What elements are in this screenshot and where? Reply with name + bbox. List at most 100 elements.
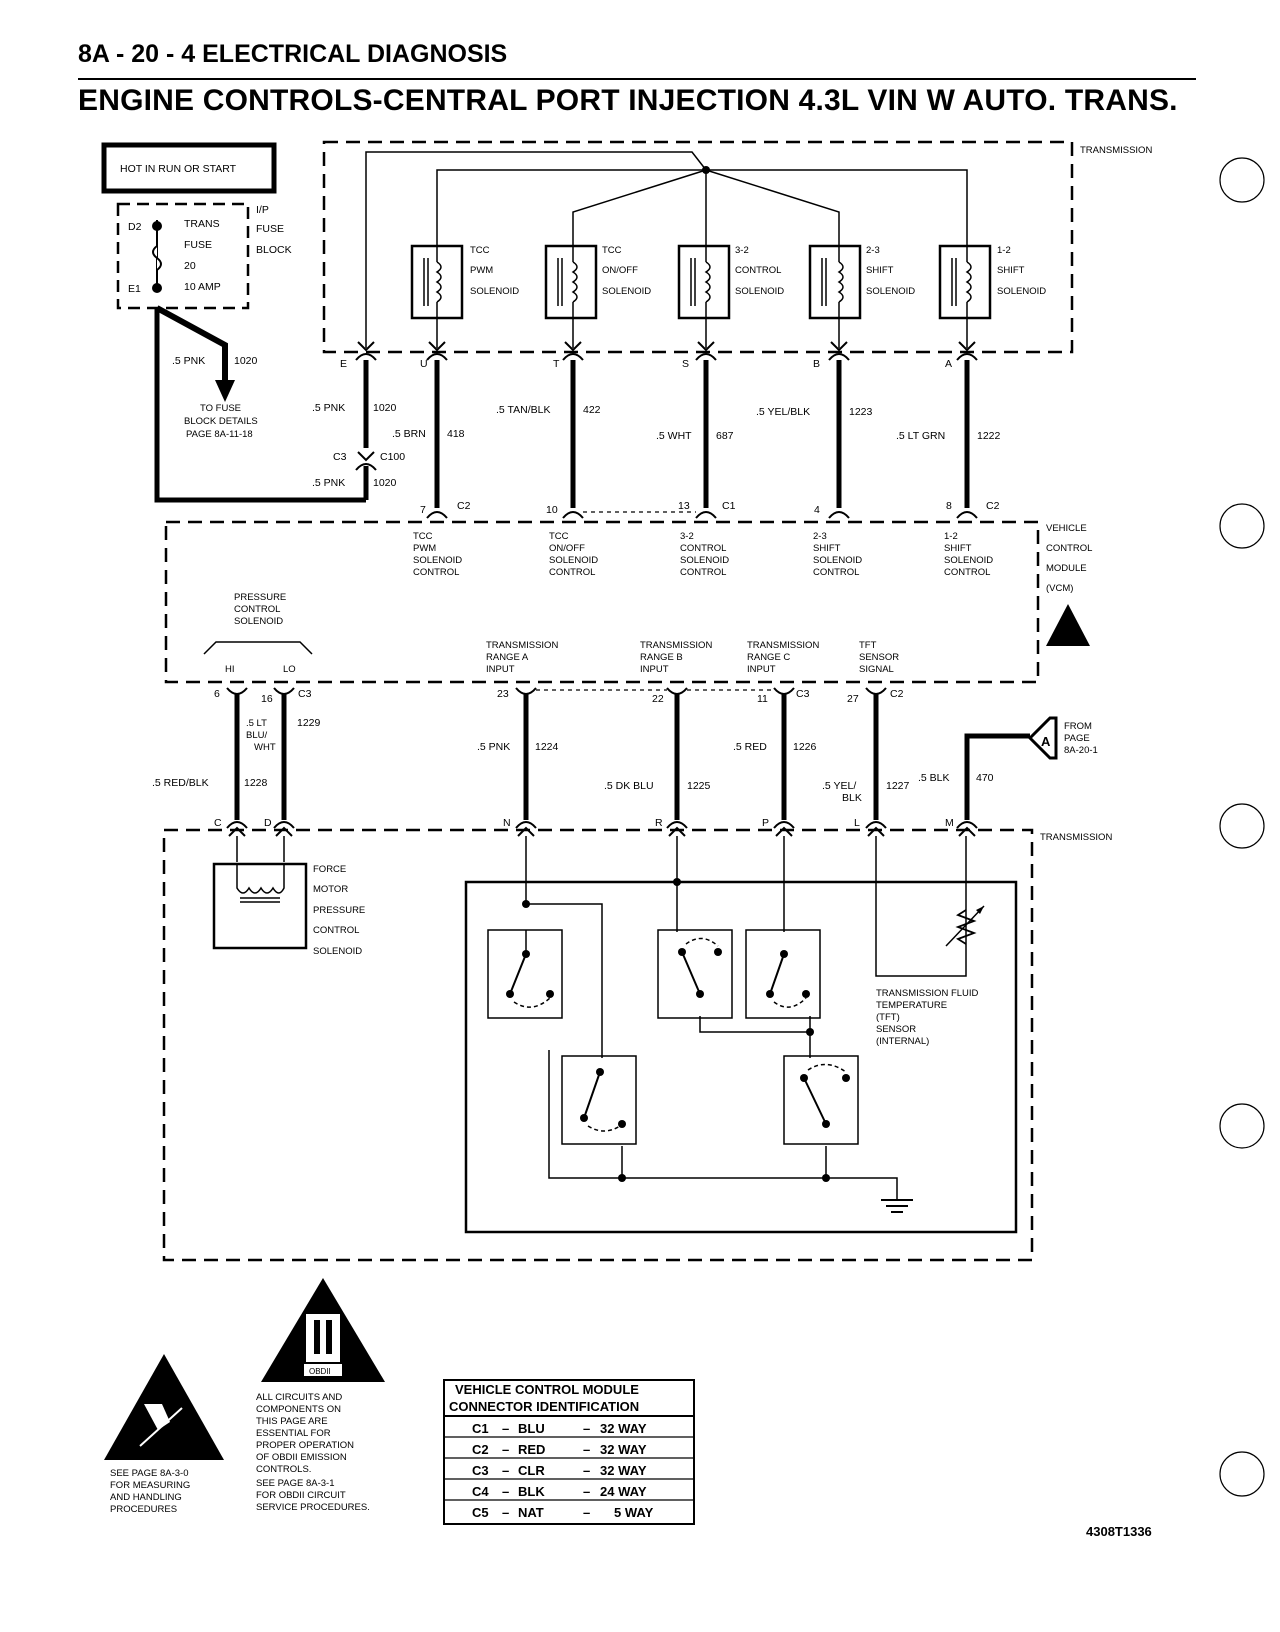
wire-1020-number: 1020 xyxy=(373,402,397,414)
range-switch-3 xyxy=(745,929,821,1019)
tft-label-5: (INTERNAL) xyxy=(876,1036,929,1047)
marker-a: A xyxy=(1041,734,1051,749)
fuse-label-1: TRANS xyxy=(184,218,220,230)
tft-label-3: (TFT) xyxy=(876,1012,900,1023)
solenoid-2-3-shift xyxy=(808,240,862,348)
wire-1226-number: 1226 xyxy=(793,741,817,753)
sol2-label-3: SOLENOID xyxy=(602,286,651,297)
svg-text:SERVICE PROCEDURES.: SERVICE PROCEDURES. xyxy=(256,1502,370,1513)
vcm-label-4: (VCM) xyxy=(1046,583,1073,594)
wire-1228-number: 1228 xyxy=(244,777,268,789)
esd-note-3: AND HANDLING xyxy=(110,1492,182,1503)
vcm-label-2: CONTROL xyxy=(1046,543,1092,554)
svg-text:OF OBDII EMISSION: OF OBDII EMISSION xyxy=(256,1452,347,1463)
wire-1227-number: 1227 xyxy=(886,780,910,792)
pink-wire-number: 1020 xyxy=(234,355,258,367)
svg-text:–: – xyxy=(583,1421,590,1436)
down-arrow-icon xyxy=(215,380,235,402)
wire-1227-color-1: .5 YEL/ xyxy=(822,780,856,792)
esd-note-4: PROCEDURES xyxy=(110,1504,177,1515)
range-switch-wiring xyxy=(525,836,967,1196)
vcm-conn-c2b: C2 xyxy=(986,500,1000,512)
force-motor-label-3: PRESSURE xyxy=(313,905,365,916)
svg-text:–: – xyxy=(502,1505,509,1520)
vcm-top-connectors xyxy=(426,511,978,519)
svg-text:C2: C2 xyxy=(472,1442,489,1457)
transmission-connectors xyxy=(226,821,978,837)
wire-418-color: .5 BRN xyxy=(392,428,426,440)
svg-text:THIS PAGE ARE: THIS PAGE ARE xyxy=(256,1416,328,1427)
svg-text:5 WAY: 5 WAY xyxy=(614,1505,654,1520)
wire-1223-color: .5 YEL/BLK xyxy=(756,406,810,418)
from-page-2: PAGE xyxy=(1064,733,1090,744)
sol4-label-2: SHIFT xyxy=(866,265,894,276)
svg-text:TRANSMISSION: TRANSMISSION xyxy=(486,640,558,651)
obdii-warning-icon xyxy=(261,1278,385,1382)
svg-text:–: – xyxy=(583,1463,590,1478)
wire-1226-color: .5 RED xyxy=(733,741,767,753)
header-rule xyxy=(78,78,1196,80)
range-switch-4 xyxy=(561,1055,637,1145)
sol3-label-3: SOLENOID xyxy=(735,286,784,297)
svg-text:CONTROL: CONTROL xyxy=(549,567,595,578)
to-fuse-block-3: PAGE 8A-11-18 xyxy=(186,429,253,440)
solenoid-tcc-pwm xyxy=(410,240,464,348)
fuse-icon xyxy=(152,245,162,271)
vcm-pin-11: 11 xyxy=(757,693,768,705)
pin-d: D xyxy=(264,817,272,829)
sol4-label-3: SOLENOID xyxy=(866,286,915,297)
solenoid-tcc-on-off xyxy=(544,240,598,348)
pcs-label-1: PRESSURE xyxy=(234,592,286,603)
svg-text:CONTROL: CONTROL xyxy=(944,567,990,578)
wire-1229-color-3: WHT xyxy=(254,742,276,753)
pin-t: T xyxy=(553,358,560,370)
sol5-label-1: 1-2 xyxy=(997,245,1011,256)
obdii-note: ALL CIRCUITS AND COMPONENTS ON THIS PAGE… xyxy=(256,1392,370,1513)
range-switch-assembly xyxy=(464,880,1018,1234)
force-motor-solenoid xyxy=(212,836,308,950)
page-title: ENGINE CONTROLS-CENTRAL PORT INJECTION 4… xyxy=(78,84,1178,117)
wire-1224-number: 1224 xyxy=(535,741,559,753)
c100-label: C100 xyxy=(380,451,405,463)
wire-687-number: 687 xyxy=(716,430,734,442)
svg-text:CONTROL: CONTROL xyxy=(680,543,726,554)
vcm-box xyxy=(164,520,1040,684)
page-reference: 8A - 20 - 4 ELECTRICAL DIAGNOSIS xyxy=(78,40,508,68)
to-fuse-block-1: TO FUSE xyxy=(200,403,241,414)
wire-1224-color: .5 PNK xyxy=(477,741,510,753)
svg-text:32 WAY: 32 WAY xyxy=(600,1463,647,1478)
fuse-block-label-3: BLOCK xyxy=(256,244,292,256)
vcm-pin-8: 8 xyxy=(946,500,952,512)
wire-1223-number: 1223 xyxy=(849,406,873,418)
coil-icon xyxy=(435,261,442,303)
fuse-label-2: FUSE xyxy=(184,239,212,251)
svg-text:2-3: 2-3 xyxy=(813,531,827,542)
wire-470-number: 470 xyxy=(976,772,994,784)
sol2-label-1: TCC xyxy=(602,245,622,256)
wire-1222-number: 1222 xyxy=(977,430,1001,442)
term-d2: D2 xyxy=(128,221,142,233)
vcm-conn-c2c: C2 xyxy=(890,688,904,700)
pin-e: E xyxy=(340,358,347,370)
thermistor-icon xyxy=(945,905,985,947)
pcs-bracket xyxy=(203,641,313,655)
transmission-bottom-label: TRANSMISSION xyxy=(1040,832,1112,843)
sol3-label-2: CONTROL xyxy=(735,265,781,276)
term-e1: E1 xyxy=(128,283,141,295)
wire-1227-color-2: BLK xyxy=(842,792,862,804)
vcm-pin-16: 16 xyxy=(261,693,273,705)
esd-note-1: SEE PAGE 8A-3-0 xyxy=(110,1468,189,1479)
pcs-label-2: CONTROL xyxy=(234,604,280,615)
vcm-label-1: VEHICLE xyxy=(1046,523,1087,534)
obdii-badge: OBDII xyxy=(309,1367,331,1376)
svg-text:ALL CIRCUITS AND: ALL CIRCUITS AND xyxy=(256,1392,342,1403)
pink-wire-label: .5 PNK xyxy=(172,355,205,367)
sol1-label-3: SOLENOID xyxy=(470,286,519,297)
transmission-top-label: TRANSMISSION xyxy=(1080,145,1152,156)
connector-c100 xyxy=(357,451,375,462)
svg-text:SOLENOID: SOLENOID xyxy=(680,555,729,566)
ground-icon xyxy=(881,1196,913,1213)
vcm-label-3: MODULE xyxy=(1046,563,1087,574)
wire-1020b-number: 1020 xyxy=(373,477,397,489)
pink-wire-to-fuse-block xyxy=(155,305,228,386)
